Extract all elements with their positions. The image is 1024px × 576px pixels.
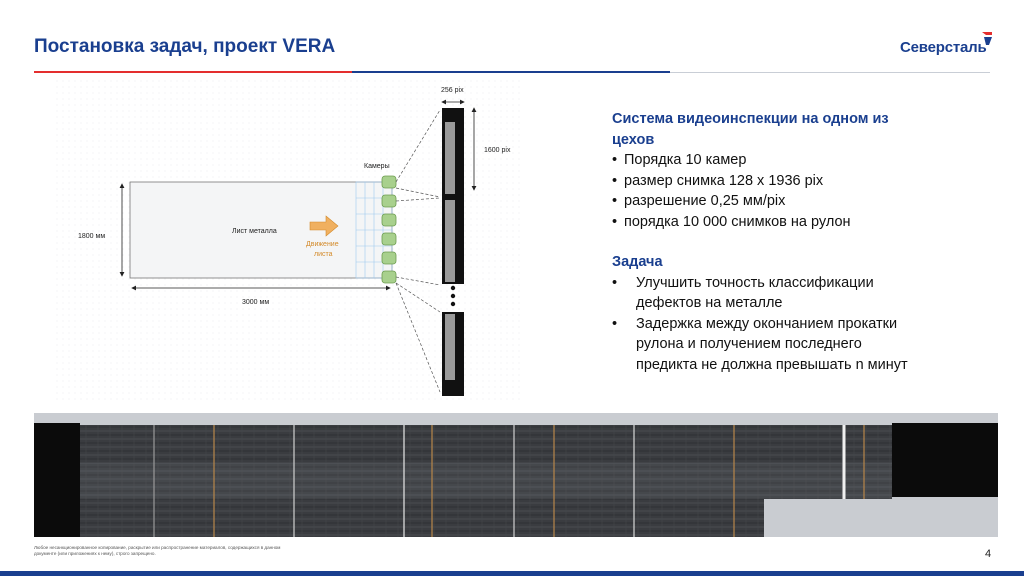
list-item: порядка 10 000 снимков на рулон xyxy=(612,212,982,233)
label-motion-line2: листа xyxy=(314,251,333,258)
task-list: Улучшить точность классификации дефектов… xyxy=(612,273,982,376)
label-width-pix: 256 pix xyxy=(441,87,464,94)
title-rule-grey xyxy=(670,72,990,73)
system-heading-line1: Система видеоинспекции на одном из xyxy=(612,111,889,127)
footer-disclaimer: Любое несанкционированное копирование, р… xyxy=(34,545,281,556)
title-rule-red xyxy=(34,71,352,73)
task-line: рулона и получением последнего xyxy=(636,336,862,352)
strip-row-3 xyxy=(80,499,764,537)
strip-row-1 xyxy=(80,425,892,463)
task-heading: Задача xyxy=(612,254,663,270)
task-line: Задержка между окончанием прокатки xyxy=(636,315,898,332)
camera-layout-diagram: 256 pix 1600 pix Камеры Лист металла Дви… xyxy=(56,80,522,400)
page-number: 4 xyxy=(985,548,992,560)
list-item: размер снимка 128 x 1936 pix xyxy=(612,171,982,192)
severstal-logo: Северсталь xyxy=(896,30,996,64)
system-list: Порядка 10 камер размер снимка 128 x 193… xyxy=(612,150,982,232)
camera xyxy=(381,270,397,284)
label-motion-line1: Движение xyxy=(306,241,339,248)
metal-sheet xyxy=(129,181,393,279)
system-heading: Система видеоинспекции на одном из цехов xyxy=(612,109,982,150)
camera xyxy=(381,175,397,189)
strip-edge-right xyxy=(892,423,998,497)
camera-row xyxy=(381,175,397,284)
strip-row-2 xyxy=(80,463,892,499)
logo-mark-icon xyxy=(982,32,992,45)
slide-title: Постановка задач, проект VERA xyxy=(34,36,336,57)
image-frame-middle xyxy=(442,198,464,284)
camera xyxy=(381,251,397,265)
camera xyxy=(381,213,397,227)
motion-arrow-icon xyxy=(309,215,339,237)
metal-surface-image-strip xyxy=(34,413,998,537)
logo-text: Северсталь xyxy=(900,39,987,56)
strip-svg xyxy=(34,413,998,537)
defect-streaks xyxy=(153,425,865,537)
task-line: дефектов на металле xyxy=(636,295,783,311)
list-item: Улучшить точность классификации дефектов… xyxy=(612,273,982,314)
system-heading-line2: цехов xyxy=(612,131,655,148)
ellipsis-dots xyxy=(450,285,456,307)
label-cameras: Камеры xyxy=(364,163,390,170)
label-metal-sheet: Лист металла xyxy=(232,228,277,235)
bottom-bar xyxy=(0,571,1024,576)
camera xyxy=(381,194,397,208)
camera xyxy=(381,232,397,246)
task-line: Улучшить точность классификации xyxy=(636,274,874,291)
image-frame-bottom xyxy=(442,312,464,396)
label-height-pix: 1600 pix xyxy=(484,147,511,154)
strip-edge-left xyxy=(34,423,80,537)
task-line: предикта не должна превышать n минут xyxy=(636,356,908,373)
list-item: разрешение 0,25 мм/pix xyxy=(612,191,982,212)
image-frame-top xyxy=(442,108,464,198)
list-item: Задержка между окончанием прокатки рулон… xyxy=(612,314,982,376)
title-rule-blue xyxy=(352,71,670,73)
label-sheet-height: 1800 мм xyxy=(78,233,105,240)
label-sheet-length: 3000 мм xyxy=(242,299,269,306)
description-text: Система видеоинспекции на одном из цехов… xyxy=(612,109,982,375)
diagram-svg: 256 pix 1600 pix Камеры Лист металла Дви… xyxy=(56,80,522,400)
list-item: Порядка 10 камер xyxy=(612,150,982,171)
camera-projection-lines xyxy=(395,109,441,393)
